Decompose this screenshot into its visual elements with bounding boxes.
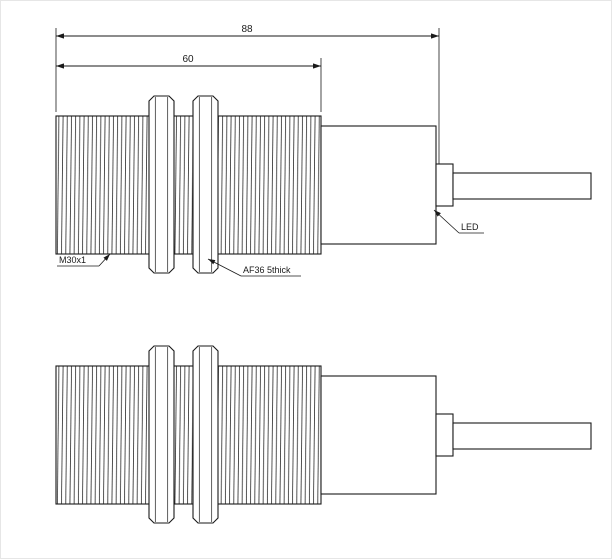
dimension-overall-length: 88 [55, 24, 439, 39]
label-led: LED [433, 209, 484, 234]
sensor-view-top [55, 95, 592, 274]
nut-spec-text: AF36 5thick [243, 265, 291, 275]
bottom-view [55, 345, 592, 524]
dim-thread-value: 60 [182, 54, 194, 65]
extension-lines [55, 28, 440, 164]
led-text: LED [461, 222, 479, 232]
label-nut-spec: AF36 5thick [207, 258, 301, 277]
top-view: 88 60 M30x1 AF36 5thick LED [55, 24, 592, 277]
dimension-thread-length: 60 [55, 54, 321, 69]
sensor-view-bottom [55, 345, 592, 524]
thread-spec-text: M30x1 [59, 255, 86, 265]
label-thread-spec: M30x1 [57, 253, 111, 267]
dim-overall-value: 88 [241, 24, 253, 35]
